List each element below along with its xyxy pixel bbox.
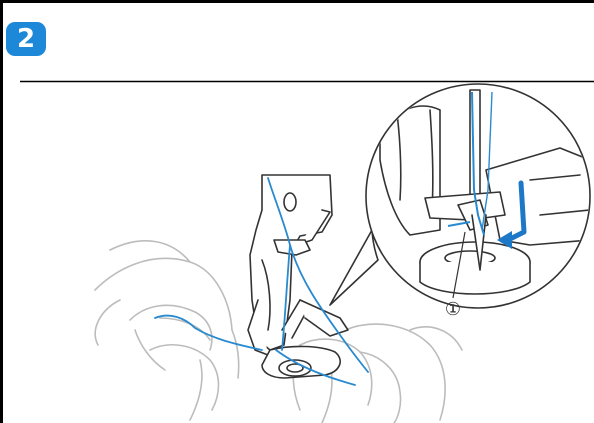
presser-foot-assembly (248, 175, 348, 378)
callout-number-label: ① (441, 298, 465, 322)
left-hand (95, 241, 239, 420)
step-number-badge: 2 (6, 22, 46, 56)
